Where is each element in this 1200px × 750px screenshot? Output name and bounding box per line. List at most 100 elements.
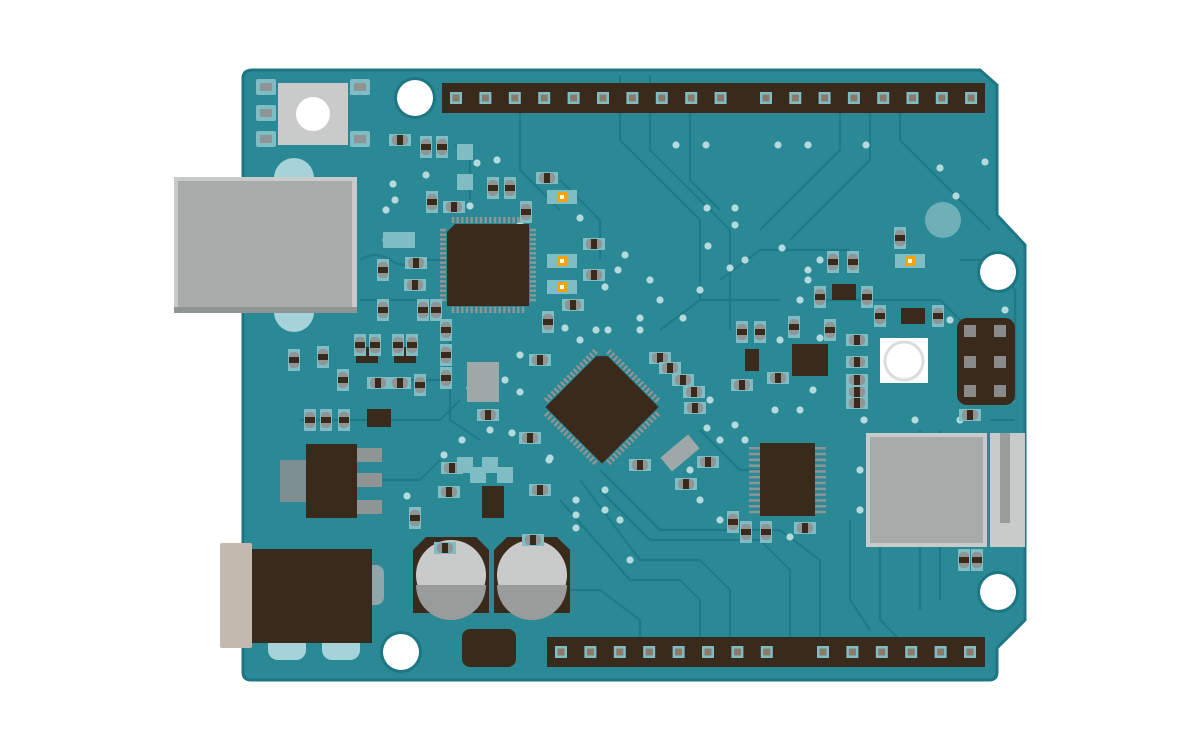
chip-pin xyxy=(440,289,446,292)
header-pin-core xyxy=(733,648,741,656)
smd-body xyxy=(544,173,550,183)
via xyxy=(621,251,629,259)
dc-jack-sleeve xyxy=(220,543,252,648)
chip-pin xyxy=(484,217,487,223)
chip-pin xyxy=(815,510,826,514)
via xyxy=(508,429,516,437)
via xyxy=(616,516,624,524)
via xyxy=(696,496,704,504)
via xyxy=(731,221,739,229)
smd-body xyxy=(397,135,403,145)
chip-pin xyxy=(503,217,506,223)
via xyxy=(636,314,644,322)
chip-pin xyxy=(521,307,525,313)
smd-body xyxy=(692,403,698,413)
smd-body xyxy=(338,377,348,383)
smd-body xyxy=(427,199,437,205)
chip-pin xyxy=(815,505,826,508)
chip-pin xyxy=(582,358,589,365)
chip-pin xyxy=(641,384,648,391)
smd-body xyxy=(789,324,799,330)
chip-pin xyxy=(566,374,573,381)
via xyxy=(741,436,749,444)
button-leg xyxy=(260,83,272,91)
chip-pin xyxy=(512,217,515,223)
chip-pin xyxy=(572,368,579,375)
chip-pin xyxy=(654,411,661,418)
via xyxy=(796,296,804,304)
smd-body xyxy=(521,209,531,215)
via xyxy=(856,506,864,514)
regulator-leg xyxy=(354,500,382,514)
capacitor-shade xyxy=(497,585,567,620)
trace xyxy=(559,499,702,640)
trace xyxy=(898,113,991,231)
chip-pin xyxy=(475,307,478,313)
smd-body xyxy=(393,342,403,348)
trace xyxy=(688,113,721,211)
smd-body xyxy=(637,460,643,470)
smd-body xyxy=(485,410,491,420)
chip-pin xyxy=(749,447,760,450)
chip-pin xyxy=(638,427,645,434)
smd-body xyxy=(421,144,431,150)
chip-pin xyxy=(530,228,536,232)
chip-pin xyxy=(479,217,483,223)
via xyxy=(804,266,812,274)
smd-body xyxy=(683,479,689,489)
chip-pin xyxy=(556,423,563,430)
chip-pin xyxy=(489,217,492,223)
via xyxy=(1001,306,1009,314)
chip-pin xyxy=(440,275,446,278)
smd-body xyxy=(657,353,663,363)
chip-pin xyxy=(628,436,635,443)
via xyxy=(706,396,714,404)
chip-pin xyxy=(615,358,622,365)
smd-body xyxy=(431,307,441,313)
header-pin-core xyxy=(645,648,653,656)
chip-pin xyxy=(582,449,589,456)
chip-pin xyxy=(465,217,469,223)
via xyxy=(626,556,634,564)
chip-pin xyxy=(543,396,550,403)
chip-pin xyxy=(644,420,651,427)
chip-pin xyxy=(451,307,455,313)
smd-body xyxy=(737,329,747,335)
header-pin-core xyxy=(938,94,946,102)
smd-body xyxy=(691,387,697,397)
chip-pin xyxy=(440,298,446,302)
chip-pin xyxy=(530,238,536,241)
via xyxy=(516,351,524,359)
smd-body xyxy=(875,313,885,319)
header-pin-core xyxy=(511,94,519,102)
chip-pin xyxy=(440,242,446,246)
chip-pin xyxy=(569,436,576,443)
via xyxy=(572,496,580,504)
via xyxy=(391,196,399,204)
smd-body xyxy=(854,398,860,408)
smd-body xyxy=(397,378,403,388)
via xyxy=(576,214,584,222)
icsp-pin xyxy=(964,356,976,368)
smd-body xyxy=(451,202,457,212)
small-ic xyxy=(901,308,925,324)
smd-body xyxy=(570,300,576,310)
microcontroller-icon xyxy=(545,356,659,464)
icsp-pin xyxy=(994,325,1006,337)
smd-body xyxy=(537,355,543,365)
chip-pin xyxy=(815,499,826,502)
via xyxy=(778,244,786,252)
usb-connector-edge xyxy=(174,307,357,313)
icsp-pin xyxy=(994,385,1006,397)
chip-pin xyxy=(579,361,586,368)
icsp-pin xyxy=(964,385,976,397)
smd-body xyxy=(854,335,860,345)
square-pad xyxy=(399,232,415,248)
header-pin-core xyxy=(540,94,548,102)
chip-pin xyxy=(530,233,536,236)
header-pin-core xyxy=(819,648,827,656)
header-pin-core xyxy=(452,94,460,102)
header-pin-core xyxy=(616,648,624,656)
via xyxy=(862,141,870,149)
header-pin-core xyxy=(570,94,578,102)
